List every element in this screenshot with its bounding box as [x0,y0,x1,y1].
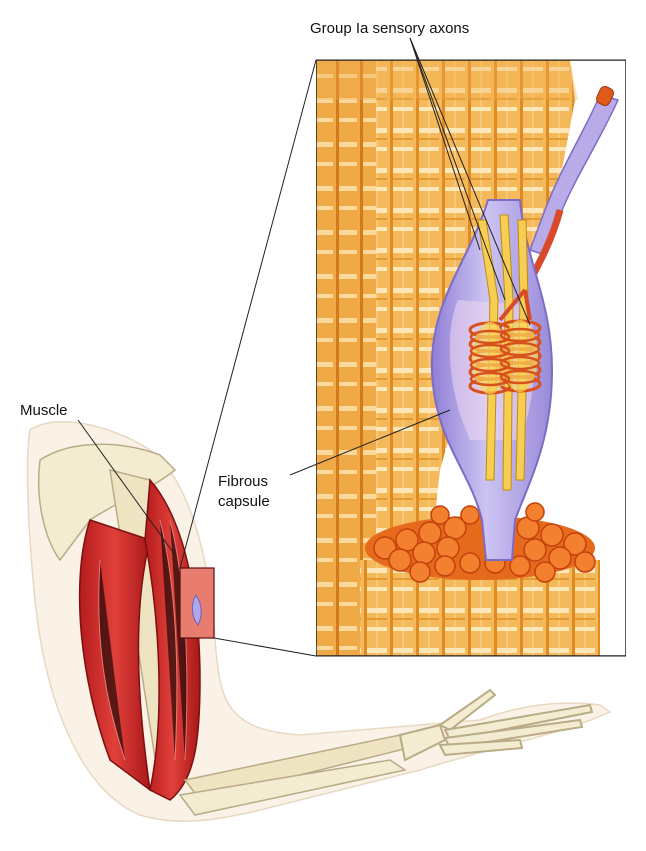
intrafusal-fibers [468,214,542,491]
muscle-fibers-left [316,60,376,656]
ulna-bone [178,759,407,816]
label-fibrous-capsule-line2: capsule [218,493,270,510]
muscle-fibers-mid [376,60,460,656]
hand-bones [398,688,594,762]
zoom-panel [316,60,626,656]
label-fibrous-capsule: Fibrous capsule [218,472,298,512]
label-fibrous-capsule-line1: Fibrous [218,473,269,490]
leader-lines [77,37,531,556]
zoom-projection-lines [179,59,626,657]
arm [26,421,612,822]
fiber-cross-sections [365,502,596,583]
label-muscle: Muscle [20,402,68,419]
label-group-ia-sensory-axons: Group Ia sensory axons [310,20,470,37]
muscle-fibers-lower [360,560,600,656]
